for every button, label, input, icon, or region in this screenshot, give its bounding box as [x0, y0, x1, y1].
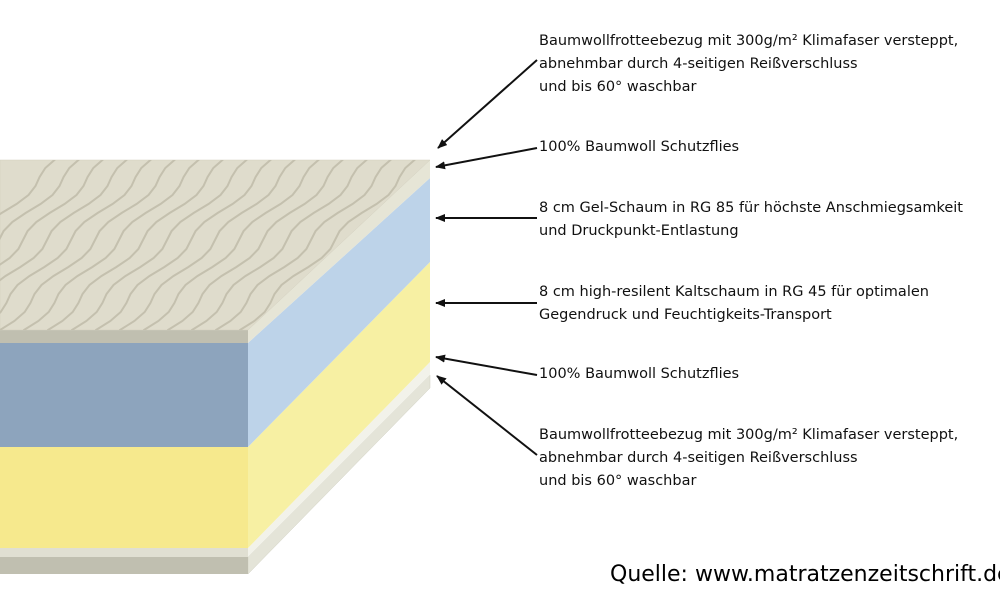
- wave-line: [119, 160, 311, 330]
- layer-top-fleece-side: [248, 160, 430, 343]
- source-credit: Quelle: www.matratzenzeitschrift.de: [610, 562, 1000, 587]
- layer-bottom-fleece-side: [248, 362, 430, 557]
- label-top-cover: Baumwollfrotteebezug mit 300g/m² Klimafa…: [539, 30, 958, 99]
- label-cold-foam: 8 cm high-resilent Kaltschaum in RG 45 f…: [539, 281, 929, 327]
- wave-line: [239, 160, 430, 330]
- arrow-label-4: [435, 354, 538, 376]
- arrow-label-5: [436, 375, 538, 456]
- wave-line: [71, 160, 263, 330]
- label-line: und bis 60° waschbar: [539, 79, 697, 95]
- wave-line: [0, 160, 167, 330]
- wave-line: [23, 160, 215, 330]
- layer-gel-foam-side: [248, 178, 430, 447]
- wave-line: [0, 160, 71, 330]
- label-line: 8 cm high-resilent Kaltschaum in RG 45 f…: [539, 284, 929, 300]
- label-bottom-fleece: 100% Baumwoll Schutzflies: [539, 363, 739, 386]
- layer-bottom-cover-front: [0, 557, 248, 574]
- wave-line: [0, 160, 119, 330]
- label-line: und Druckpunkt-Entlastung: [539, 223, 739, 239]
- layer-cold-foam-side: [248, 262, 430, 548]
- label-line: Gegendruck und Feuchtigkeits-Transport: [539, 307, 832, 323]
- label-line: abnehmbar durch 4-seitigen Reißverschlus…: [539, 56, 858, 72]
- layer-top-fleece-front: [0, 330, 248, 343]
- label-line: 100% Baumwoll Schutzflies: [539, 366, 740, 382]
- layer-cold-foam-front: [0, 447, 248, 548]
- layer-bottom-fleece-front: [0, 548, 248, 557]
- wave-line: [0, 160, 95, 330]
- label-line: Baumwollfrotteebezug mit 300g/m² Klimafa…: [539, 427, 959, 443]
- label-line: Baumwollfrotteebezug mit 300g/m² Klimafa…: [539, 33, 959, 49]
- label-line: 8 cm Gel-Schaum in RG 85 für höchste Ans…: [539, 200, 963, 216]
- layer-top-cover-top: [0, 159, 431, 331]
- wave-line: [167, 160, 359, 330]
- label-bottom-cover: Baumwollfrotteebezug mit 300g/m² Klimafa…: [539, 424, 958, 493]
- wave-line: [215, 160, 407, 330]
- wave-line: [95, 160, 287, 330]
- label-gel-foam: 8 cm Gel-Schaum in RG 85 für höchste Ans…: [539, 197, 963, 243]
- wave-line: [143, 160, 335, 330]
- arrow-label-0: [437, 59, 538, 149]
- wave-line: [47, 160, 239, 330]
- label-line: und bis 60° waschbar: [539, 473, 697, 489]
- wave-line: [0, 160, 191, 330]
- label-line: abnehmbar durch 4-seitigen Reißverschlus…: [539, 450, 858, 466]
- label-line: 100% Baumwoll Schutzflies: [539, 139, 740, 155]
- wave-line: [191, 160, 383, 330]
- arrow-label-1: [435, 147, 538, 170]
- wave-line: [0, 160, 143, 330]
- label-top-fleece: 100% Baumwoll Schutzflies: [539, 136, 739, 159]
- layer-gel-foam-front: [0, 343, 248, 447]
